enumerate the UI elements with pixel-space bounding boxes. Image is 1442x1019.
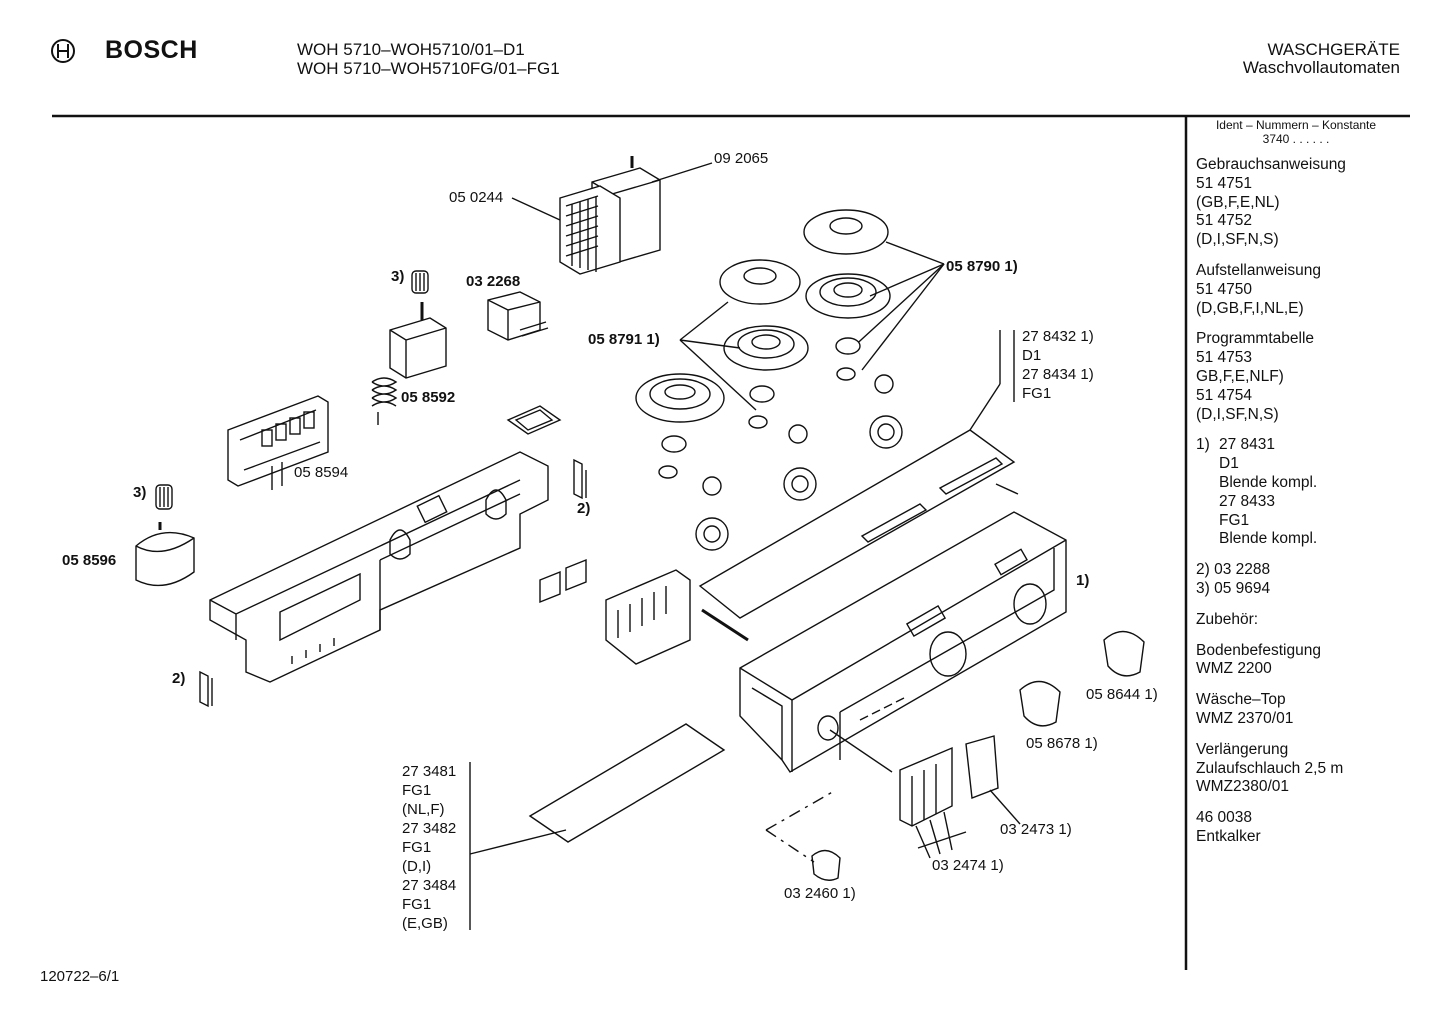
label-058594: 05 8594 xyxy=(294,464,349,481)
label-note1: 1) xyxy=(1076,572,1090,589)
doc-line: (D,I,SF,N,S) xyxy=(1196,405,1279,423)
doc-block-manual: Gebrauchsanweisung 51 4751 (GB,F,E,NL) 5… xyxy=(1196,156,1436,250)
doc-line: 51 4750 xyxy=(1196,280,1253,298)
note-line: 27 8431 xyxy=(1219,436,1276,454)
label-032474: 03 2474 1) xyxy=(932,857,1004,874)
label-050244: 05 0244 xyxy=(449,189,504,206)
accessory-hose-extension: Verlängerung Zulaufschlauch 2,5 m WMZ238… xyxy=(1196,741,1436,797)
accessory-line: Zulaufschlauch 2,5 m xyxy=(1196,759,1344,777)
doc-line: 51 4754 xyxy=(1196,386,1253,404)
label-032268: 03 2268 xyxy=(466,273,521,290)
note-number: 1) xyxy=(1196,436,1210,454)
label-058592: 05 8592 xyxy=(401,389,456,406)
note-1: 1) 27 8431 D1 Blende kompl. 27 8433 FG1 … xyxy=(1196,436,1436,549)
model-line-2: WOH 5710–WOH5710FG/01–FG1 xyxy=(297,59,560,78)
panel-variant-line: FG1 xyxy=(402,896,432,913)
doc-line: (GB,F,E,NL) xyxy=(1196,193,1280,211)
label-058596: 05 8596 xyxy=(62,552,117,569)
door-lock-part xyxy=(511,156,713,275)
doc-line: 51 4752 xyxy=(1196,212,1253,230)
note-3: 3) 05 9694 xyxy=(1196,579,1271,597)
doc-line: Programmtabelle xyxy=(1196,330,1315,348)
label-278432: 27 8432 1) xyxy=(1022,328,1094,345)
note-line: Blende kompl. xyxy=(1219,473,1318,491)
note-2-3: 2) 03 2288 3) 05 9694 xyxy=(1196,561,1436,599)
brand-name: BOSCH xyxy=(105,36,198,64)
doc-line: (D,I,SF,N,S) xyxy=(1196,231,1279,249)
panel-variant-line: 27 3482 xyxy=(402,820,457,837)
label-058791: 05 8791 1) xyxy=(588,331,660,348)
label-d1: D1 xyxy=(1022,347,1042,364)
accessory-descaler: 46 0038 Entkalker xyxy=(1196,809,1436,847)
category-subtitle: Waschvollautomaten xyxy=(1242,58,1400,77)
label-058644: 05 8644 1) xyxy=(1086,686,1158,703)
ident-title: Ident – Nummern – Konstante xyxy=(1215,118,1377,132)
doc-line: Gebrauchsanweisung xyxy=(1196,156,1346,173)
panel-variant-line: (NL,F) xyxy=(402,801,445,818)
accessory-line: 46 0038 xyxy=(1196,809,1253,827)
note-line: Blende kompl. xyxy=(1219,530,1318,548)
accessory-line: Wäsche–Top xyxy=(1196,691,1286,709)
doc-block-program-table: Programmtabelle 51 4753 GB,F,E,NLF) 51 4… xyxy=(1196,330,1436,424)
panel-variant-list: 27 3481 FG1 (NL,F) 27 3482 FG1 (D,I) 27 … xyxy=(402,762,456,933)
panel-variant-line: 27 3481 xyxy=(402,763,457,780)
doc-line: (D,GB,F,I,NL,E) xyxy=(1196,299,1304,317)
accessory-line: WMZ 2370/01 xyxy=(1196,709,1294,727)
note-line: FG1 xyxy=(1219,511,1250,529)
label-092065: 09 2065 xyxy=(714,150,769,167)
note-line: 27 8433 xyxy=(1219,492,1276,510)
panel-variant-line: 27 3484 xyxy=(402,877,457,894)
note-line: D1 xyxy=(1219,455,1239,473)
category-title: WASCHGERÄTE xyxy=(1267,40,1400,59)
accessories-title: Zubehör: xyxy=(1196,610,1259,628)
doc-line: 51 4753 xyxy=(1196,349,1253,367)
panel-variant-line: (E,GB) xyxy=(402,915,448,932)
doc-line: GB,F,E,NLF) xyxy=(1196,367,1284,385)
gears xyxy=(658,337,903,551)
label-032473: 03 2473 1) xyxy=(1000,821,1072,838)
label-058790: 05 8790 1) xyxy=(946,258,1018,275)
accessory-line: Entkalker xyxy=(1196,827,1261,845)
fascia-top xyxy=(698,429,1016,619)
label-note2-left: 2) xyxy=(172,670,186,687)
model-line-1: WOH 5710–WOH5710/01–D1 xyxy=(297,40,525,59)
doc-block-installation: Aufstellanweisung 51 4750 (D,GB,F,I,NL,E… xyxy=(1196,262,1436,318)
bosch-logo-icon xyxy=(51,39,75,63)
panel-variant-line: FG1 xyxy=(402,782,432,799)
accessory-washer-top: Wäsche–Top WMZ 2370/01 xyxy=(1196,691,1436,729)
label-note3-left: 3) xyxy=(133,484,147,501)
accessory-line: Verlängerung xyxy=(1196,740,1289,758)
label-fg1: FG1 xyxy=(1022,385,1052,402)
accessory-line: WMZ2380/01 xyxy=(1196,778,1290,796)
accessory-line: Bodenbefestigung xyxy=(1196,641,1321,659)
sidebar-parts-info: Ident – Nummern – Konstante 3740 . . . .… xyxy=(1196,118,1436,847)
doc-line: Aufstellanweisung xyxy=(1196,261,1321,279)
front-panel xyxy=(739,511,1067,773)
ident-value: 3740 . . . . . . xyxy=(1262,132,1330,146)
note-2: 2) 03 2288 xyxy=(1196,561,1271,579)
label-278434: 27 8434 1) xyxy=(1022,366,1094,383)
accessory-floor-mount: Bodenbefestigung WMZ 2200 xyxy=(1196,642,1436,680)
label-032460: 03 2460 1) xyxy=(784,885,856,902)
panel-variant-line: (D,I) xyxy=(402,858,432,875)
footer-code: 120722–6/1 xyxy=(40,968,120,985)
label-058678: 05 8678 1) xyxy=(1026,735,1098,752)
doc-line: 51 4751 xyxy=(1196,174,1253,192)
label-note3-top: 3) xyxy=(391,268,405,285)
label-plate xyxy=(528,723,726,843)
accessory-line: WMZ 2200 xyxy=(1196,660,1272,678)
panel-variant-line: FG1 xyxy=(402,839,432,856)
control-frame xyxy=(209,451,549,683)
label-note2-mid: 2) xyxy=(577,500,591,517)
